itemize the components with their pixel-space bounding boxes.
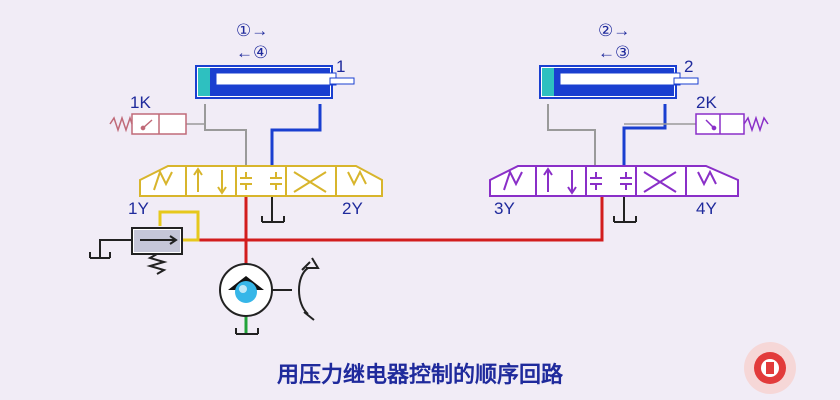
tank-icon [89, 252, 111, 259]
pipe-relief-tank [99, 239, 132, 258]
tank-icon [261, 216, 285, 223]
motor-icon [272, 257, 320, 321]
tank-symbols [89, 216, 637, 335]
cylinder-2: 2 [539, 57, 699, 99]
pipe-right-cap-line [547, 104, 596, 166]
pipe-relief-pilot [158, 210, 200, 242]
solenoid-label: 1Y [128, 199, 149, 218]
directional-valve-left: 1Y 2Y [128, 165, 383, 218]
step-backward-label: ←③ [598, 43, 630, 62]
solenoid-label: 2Y [342, 199, 363, 218]
pressure-switch-1k: 1K [109, 93, 187, 135]
diagram-title: 用压力继电器控制的顺序回路 [277, 362, 564, 388]
directional-valve-right: 3Y 4Y [489, 165, 739, 218]
cylinder-1: 1 [195, 57, 355, 99]
pressure-switch-2k: 2K [695, 93, 769, 135]
pipe-pressure-to-right-valve [246, 196, 604, 242]
solenoid-label: 4Y [696, 199, 717, 218]
tank-icon [613, 216, 637, 223]
pipe-left-cap-line [204, 104, 247, 166]
right-step-indicators: ②→ ←③ [598, 21, 630, 62]
switch-label: 2K [696, 93, 717, 112]
tank-icon [235, 328, 259, 335]
left-step-indicators: ①→ ←④ [236, 21, 268, 62]
switch-label: 1K [130, 93, 151, 112]
step-forward-label: ②→ [598, 21, 630, 40]
step-forward-label: ①→ [236, 21, 268, 40]
pipe-right-rod-line [622, 104, 667, 166]
cylinder-label: 1 [336, 57, 345, 76]
step-backward-label: ←④ [236, 43, 268, 62]
university-logo-icon [744, 342, 796, 394]
cylinder-label: 2 [684, 57, 693, 76]
relief-valve-icon [131, 227, 183, 275]
solenoid-label: 3Y [494, 199, 515, 218]
pipe-left-rod-line [270, 104, 322, 166]
pipes [99, 104, 696, 334]
pump-icon [219, 263, 273, 317]
